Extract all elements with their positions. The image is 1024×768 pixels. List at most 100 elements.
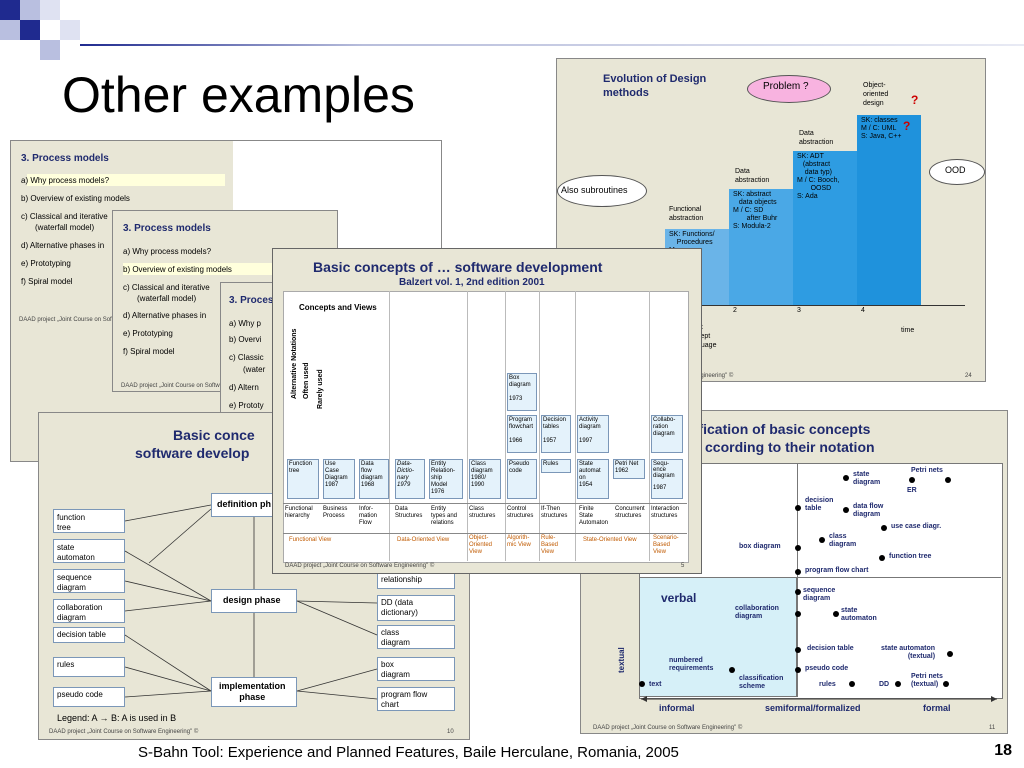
concept-label: Box diagram 1973 <box>509 375 531 402</box>
num-4: 4 <box>861 307 865 314</box>
item-class-diagram: class diagram <box>829 533 857 548</box>
view: State-Oriented View <box>583 537 637 543</box>
slide-page: 10 <box>447 729 454 735</box>
concept-box <box>651 459 683 499</box>
column <box>389 291 390 561</box>
concept-box <box>577 415 609 453</box>
list-item-b: b) Overview of existing models <box>21 194 130 203</box>
question-mark-1: ? <box>911 93 919 107</box>
phase-label: design phase <box>223 595 281 605</box>
dot <box>909 477 915 483</box>
deco-square-4 <box>0 20 20 40</box>
dot <box>881 525 887 531</box>
category: If-Then structures <box>541 506 568 519</box>
category: Control structures <box>507 506 534 519</box>
ood-label: OOD <box>945 165 966 175</box>
page-number: 18 <box>994 742 1012 759</box>
item-pseudo-code <box>53 687 125 707</box>
concept-label: Data flow diagram 1968 <box>361 461 383 488</box>
list-item-d: d) Alternative phases in <box>123 311 207 320</box>
ood-cloud <box>929 159 985 185</box>
title-underline <box>80 44 1024 46</box>
concept-box <box>507 459 537 499</box>
time-axis <box>665 305 965 306</box>
dot <box>833 611 839 617</box>
concept-box <box>613 459 645 479</box>
list-item-d: d) Altern <box>229 383 259 392</box>
item-decision-table: decision table <box>805 497 834 512</box>
dot <box>849 681 855 687</box>
axis-semiformal: semiformal/formalized <box>765 703 861 713</box>
item-rules <box>53 657 125 677</box>
concept-box <box>429 459 463 499</box>
item-collaboration: collaboration diagram <box>735 605 779 620</box>
column <box>467 291 468 561</box>
list-item-e: e) Prototy <box>229 401 264 410</box>
problem-label: Problem ? <box>763 81 809 92</box>
item-label: decision table <box>57 630 106 639</box>
view-divider <box>283 533 687 534</box>
slide-page: 24 <box>965 373 972 379</box>
item-decision-table-2: decision table <box>807 645 854 652</box>
deco-square-3 <box>40 0 60 20</box>
slide-page: 11 <box>989 725 996 731</box>
item-label: box diagram <box>381 660 410 679</box>
slide-heading: 3. Proces <box>229 295 274 306</box>
concepts-views: Concepts and Views <box>299 303 377 312</box>
column <box>539 291 540 561</box>
concept-label: Function tree <box>289 461 313 474</box>
concept-box <box>287 459 319 499</box>
slide-heading-2: software develop <box>135 445 250 461</box>
item-label: relationship <box>381 575 422 584</box>
concept-label: Data- Dictio- nary 1979 <box>397 461 415 488</box>
concept-label: Activity diagram 1997 <box>579 417 601 444</box>
list-item-c2: (waterfall model) <box>35 223 95 232</box>
category: Data Structures <box>395 506 423 519</box>
highlight-row <box>27 174 225 186</box>
list-item-f: f) Spiral model <box>123 347 175 356</box>
category: Class structures <box>469 506 496 519</box>
item-data-flow: data flow diagram <box>853 503 884 518</box>
arrows-diagram <box>124 504 378 700</box>
dot <box>639 681 645 687</box>
slide-page: 5 <box>681 563 685 569</box>
dot <box>843 475 849 481</box>
item-use-case: use case diagr. <box>891 523 942 530</box>
step-col-4 <box>857 115 921 305</box>
concept-label: Class diagram 1980/ 1990 <box>471 461 493 488</box>
axis-informal: informal <box>659 703 695 713</box>
item-label: function tree <box>57 513 86 532</box>
item-pseudo-code: pseudo code <box>805 665 849 672</box>
item-state-automaton-textual: state automaton (textual) <box>881 645 936 660</box>
dot <box>819 537 825 543</box>
dot <box>729 667 735 673</box>
concept-label: Sequ- ence diagram 1987 <box>653 461 675 491</box>
category: Infor- mation Flow <box>359 506 378 526</box>
slide-heading: ssification of basic concepts <box>679 421 871 437</box>
concept-label: Pseudo code <box>509 461 530 474</box>
item-label: DD (data dictionary) <box>381 598 418 617</box>
item-program-flow <box>377 687 455 711</box>
problem-cloud <box>747 75 831 103</box>
concept-label: State automat on 1954 <box>579 461 601 488</box>
list-item-c2: (waterfall model) <box>137 294 197 303</box>
item-label: pseudo code <box>57 690 103 699</box>
num-3: 3 <box>797 307 801 314</box>
axis-often: Often used <box>303 362 310 399</box>
dot <box>879 555 885 561</box>
col-4-text: SK: classes M / C: UML S: Java, C++ <box>861 117 902 140</box>
column <box>575 291 576 561</box>
item-petri-nets-textual: Petri nets (textual) <box>911 673 943 688</box>
step-col-2 <box>729 189 793 305</box>
view: Data-Oriented View <box>397 537 450 543</box>
slide-footer: ngineering" © <box>697 373 734 379</box>
item-label: collaboration diagram <box>57 603 103 622</box>
item-text: text <box>649 681 662 688</box>
item-label: state automaton <box>57 543 95 562</box>
functional-label: Functional abstraction <box>669 206 704 222</box>
list-item-e: e) Prototyping <box>123 329 173 338</box>
concept-box <box>541 415 571 453</box>
slide-footer: DAAD project „Joint Course on Software E… <box>19 317 169 323</box>
item-label: class diagram <box>381 628 410 647</box>
dot <box>795 667 801 673</box>
